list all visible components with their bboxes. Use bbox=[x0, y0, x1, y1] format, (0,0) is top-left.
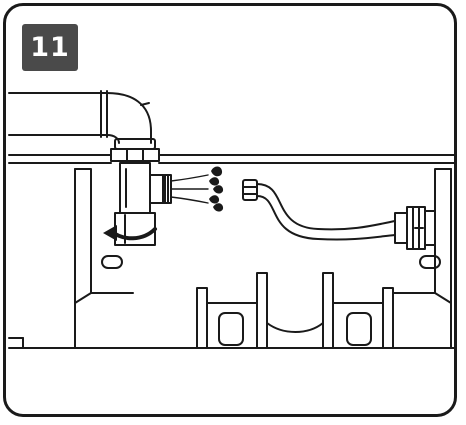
water-flow-lines bbox=[170, 174, 209, 204]
curved-rotate-arrow-icon bbox=[103, 225, 157, 241]
hose-fitting bbox=[394, 206, 436, 250]
water-drops-icon bbox=[209, 166, 224, 212]
flexible-hose bbox=[242, 179, 396, 241]
mounting-brackets bbox=[196, 272, 394, 349]
step-frame bbox=[3, 3, 457, 417]
cabinet-floor-line bbox=[8, 337, 454, 349]
step-number: 11 bbox=[30, 32, 70, 63]
horizontal-pipe bbox=[8, 90, 152, 144]
tee-valve bbox=[114, 162, 172, 246]
right-wall bbox=[392, 168, 452, 349]
plumbing-diagram bbox=[8, 90, 454, 349]
left-wall bbox=[74, 168, 134, 349]
cabinet-rail bbox=[8, 154, 454, 164]
step-number-badge: 11 bbox=[22, 24, 78, 71]
